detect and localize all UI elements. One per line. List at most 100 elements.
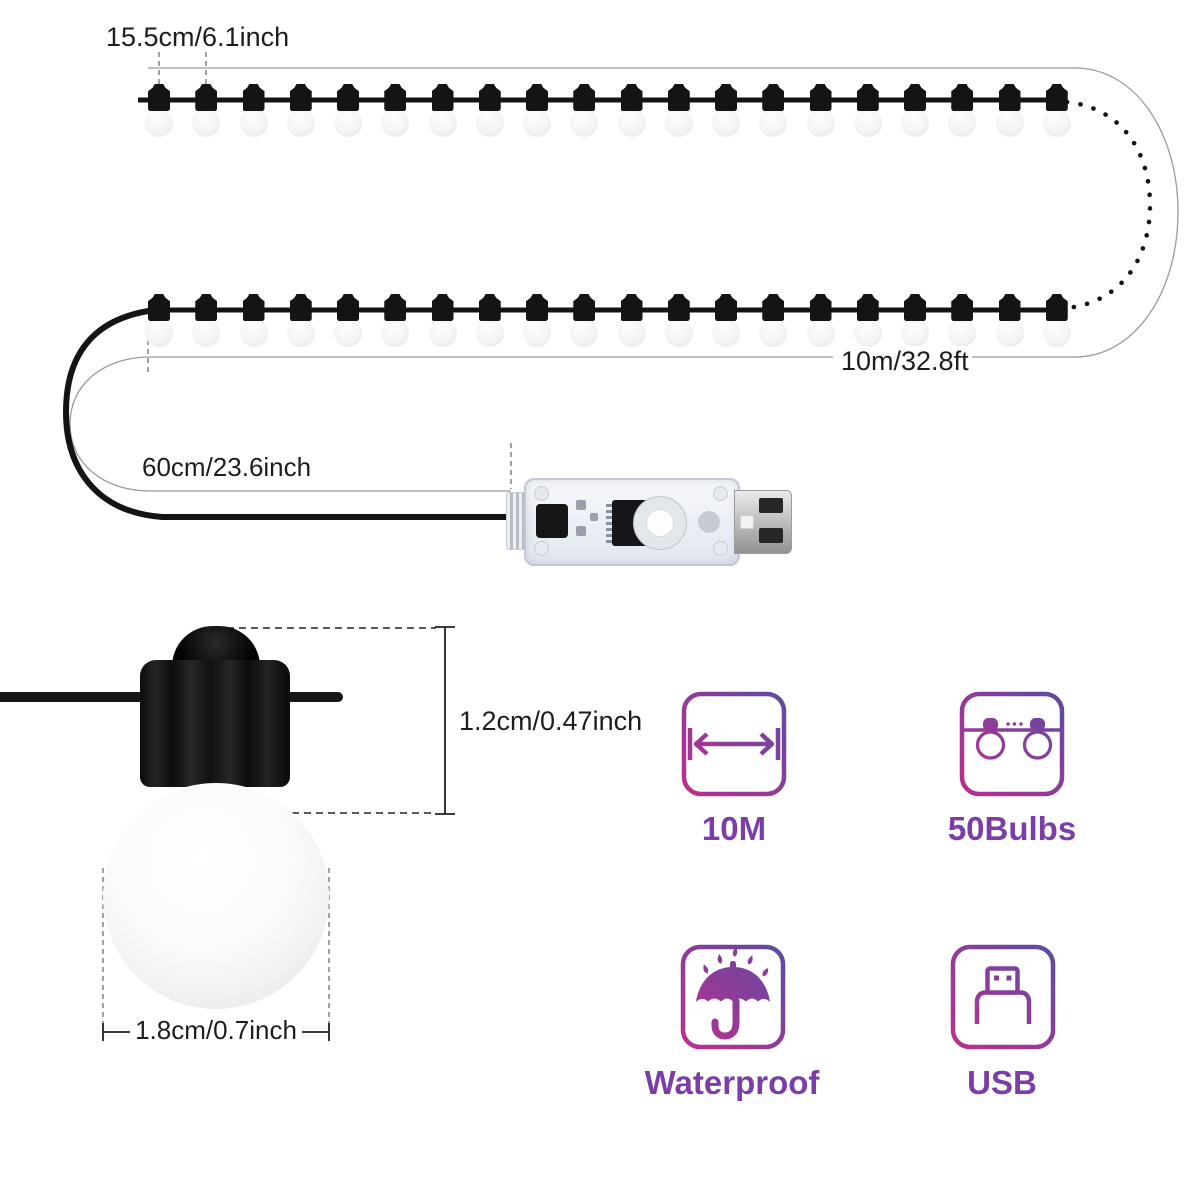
bulb-unit xyxy=(192,294,221,347)
bulb-unit xyxy=(853,84,882,137)
bulb-socket xyxy=(337,84,359,111)
feature-label-usb: USB xyxy=(967,1064,1037,1101)
bulb-socket xyxy=(431,294,454,321)
bulb-unit xyxy=(192,84,221,137)
bulb-socket xyxy=(1045,294,1068,321)
height-dim-line xyxy=(435,626,455,815)
bulb-socket xyxy=(998,84,1021,111)
bulb-unit xyxy=(617,294,646,347)
bulb-unit xyxy=(806,294,835,347)
controller-wire-connector xyxy=(536,504,568,538)
bulb-string-bottom-row xyxy=(145,294,1071,347)
bulb-globe xyxy=(759,109,788,137)
bulb-socket xyxy=(620,84,643,111)
bulb-spacing-label: 15.5cm/6.1inch xyxy=(106,22,290,52)
bulb-unit xyxy=(428,84,457,137)
umbrella-rain-icon xyxy=(680,944,786,1050)
bulb-socket xyxy=(289,84,312,111)
bulb-globe xyxy=(334,319,362,347)
bulb-socket xyxy=(526,84,548,111)
bulb-socket xyxy=(384,294,407,321)
controller-screw xyxy=(713,541,728,556)
bulb-socket xyxy=(1045,84,1068,111)
bulb-socket xyxy=(856,294,879,321)
bulb-socket xyxy=(951,294,974,321)
bulb-globe xyxy=(145,109,173,137)
bulb-unit xyxy=(1042,294,1071,347)
bulb-socket xyxy=(620,294,643,321)
bulb-globe xyxy=(759,319,788,347)
bulb-socket xyxy=(904,294,926,321)
bulb-unit xyxy=(381,84,410,137)
bulb-diameter-label: 1.8cm/0.7inch xyxy=(130,1015,302,1046)
bulb-socket xyxy=(904,84,926,111)
bulb-unit xyxy=(664,84,693,137)
bulb-unit xyxy=(1042,84,1071,137)
bulb-unit xyxy=(286,84,315,137)
controller-button xyxy=(633,496,687,550)
feature-label-10m: 10M xyxy=(701,810,767,847)
bulb-globe xyxy=(617,319,646,347)
feature-label-50bulbs: 50Bulbs xyxy=(947,810,1077,847)
bulb-globe xyxy=(901,109,929,137)
bulb-unit xyxy=(712,294,740,347)
bulb-globe xyxy=(523,319,551,347)
bulb-socket xyxy=(715,84,737,111)
bulb-unit xyxy=(570,84,599,137)
bulb-socket xyxy=(478,84,501,111)
bulb-globe xyxy=(192,109,221,137)
bulb-unit xyxy=(334,84,362,137)
bulb-socket xyxy=(998,294,1021,321)
bulb-unit xyxy=(948,84,977,137)
bulb-globe xyxy=(475,109,504,137)
raindrops xyxy=(703,947,769,980)
bulb-globe xyxy=(523,109,551,137)
bulb-unit xyxy=(995,294,1024,347)
bulb-unit xyxy=(948,294,977,347)
bulb-unit xyxy=(901,84,929,137)
bulb-globe xyxy=(995,109,1024,137)
bulb-unit xyxy=(334,294,362,347)
feature-label-waterproof: Waterproof xyxy=(644,1064,820,1101)
bulb-globe xyxy=(1042,319,1071,347)
bulb-unit xyxy=(475,84,504,137)
bulb-socket xyxy=(242,294,265,321)
bulb-unit xyxy=(853,294,882,347)
bulb-globe xyxy=(239,319,268,347)
bulb-globe xyxy=(475,319,504,347)
bulb-unit xyxy=(759,294,788,347)
pcb-component xyxy=(576,526,586,536)
controller-button-center xyxy=(646,509,674,537)
bulb-socket xyxy=(667,84,690,111)
bulb-socket xyxy=(856,84,879,111)
closeup-bulb-globe xyxy=(103,783,329,1009)
bulb-globe xyxy=(617,109,646,137)
bulb-globe xyxy=(806,109,835,137)
bulb-globe xyxy=(334,109,362,137)
width-arrow-icon xyxy=(681,691,787,797)
string-length-label: 10m/32.8ft xyxy=(838,346,972,377)
bulb-unit xyxy=(286,294,315,347)
bulb-socket xyxy=(951,84,974,111)
bulb-string-top-row xyxy=(145,84,1071,137)
bulb-globe xyxy=(570,109,599,137)
usb-controller-body xyxy=(524,478,740,566)
bulb-globe xyxy=(664,109,693,137)
bulb-unit xyxy=(806,84,835,137)
bulb-globe xyxy=(381,319,410,347)
bulb-socket xyxy=(573,294,596,321)
bulb-socket xyxy=(762,84,785,111)
bulb-socket xyxy=(195,294,218,321)
bulb-socket xyxy=(337,294,359,321)
bulb-socket xyxy=(195,84,218,111)
bulb-socket xyxy=(289,294,312,321)
bulb-globe xyxy=(286,109,315,137)
usb-contact-slot xyxy=(759,528,783,543)
bulb-globe xyxy=(381,109,410,137)
controller-screw xyxy=(713,486,728,501)
bulb-socket xyxy=(715,294,737,321)
bulb-socket xyxy=(573,84,596,111)
bulb-globe xyxy=(806,319,835,347)
bulb-unit xyxy=(759,84,788,137)
bulb-globe xyxy=(712,319,740,347)
